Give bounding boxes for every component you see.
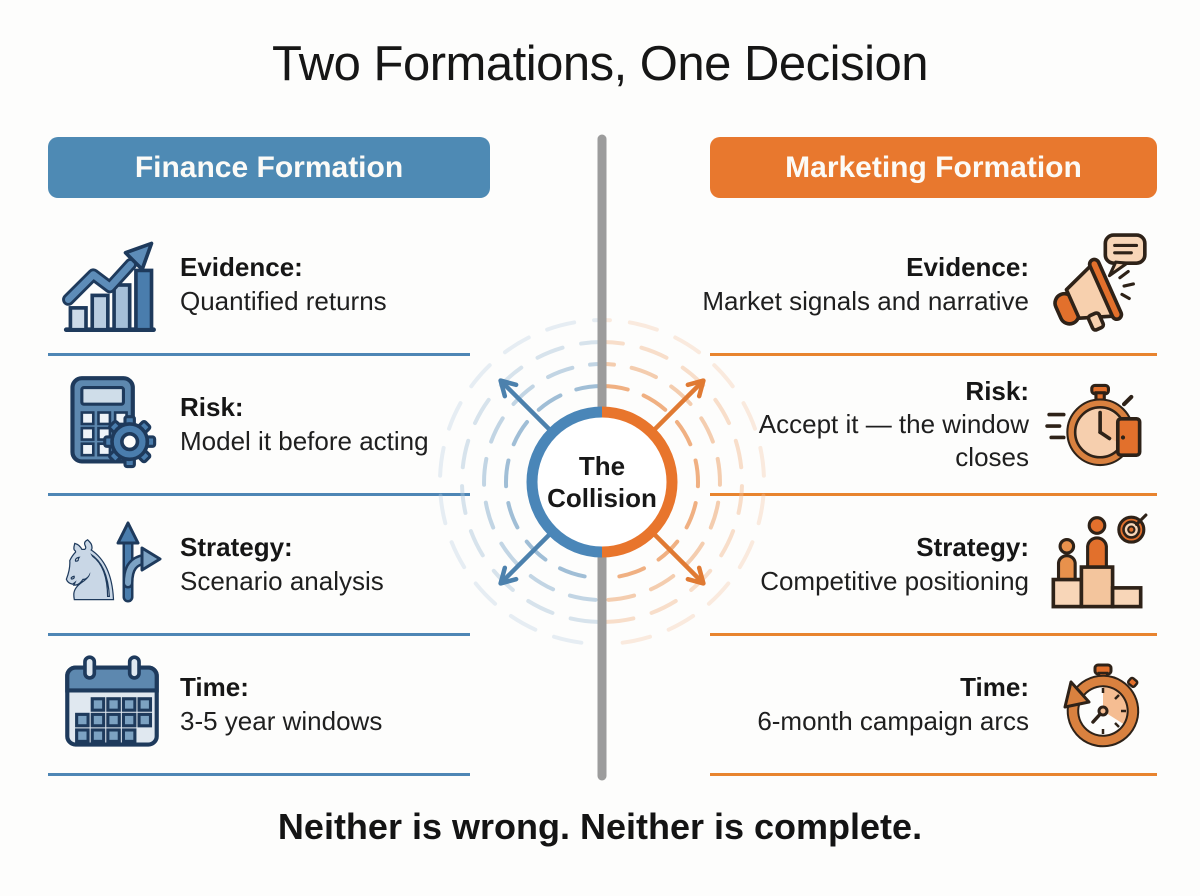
timer-rewind-icon bbox=[1045, 653, 1149, 757]
finance-row-time: Time: 3-5 year windows bbox=[48, 636, 470, 776]
row-label: Strategy: bbox=[916, 532, 1029, 563]
finance-header-label: Finance Formation bbox=[134, 150, 404, 184]
finance-row-risk: Risk: Model it before acting bbox=[48, 356, 470, 496]
row-label: Evidence: bbox=[180, 252, 303, 283]
row-description: Quantified returns bbox=[180, 285, 387, 316]
finance-row-evidence: Evidence: Quantified returns bbox=[48, 216, 470, 356]
finance-column: Evidence: Quantified returns bbox=[48, 216, 470, 776]
collision-label-line2: Collision bbox=[547, 483, 657, 513]
calculator-gear-icon bbox=[60, 373, 164, 477]
chess-knight-arrows-icon: ♞ bbox=[60, 513, 164, 617]
row-label: Risk: bbox=[180, 392, 244, 423]
collision-graphic: The Collision bbox=[438, 134, 766, 781]
row-description: Accept it — the window closes bbox=[758, 408, 1029, 473]
row-label: Evidence: bbox=[906, 252, 1029, 283]
podium-people-target-icon bbox=[1045, 513, 1149, 617]
svg-text:♞: ♞ bbox=[60, 525, 126, 617]
marketing-row-risk: Risk: Accept it — the window closes bbox=[710, 356, 1157, 496]
collision-circle: The Collision bbox=[526, 406, 678, 558]
stopwatch-door-icon bbox=[1045, 373, 1149, 477]
marketing-formation-header: Marketing Formation bbox=[710, 137, 1157, 198]
row-description: 3-5 year windows bbox=[180, 705, 383, 736]
row-description: Competitive positioning bbox=[760, 565, 1029, 596]
row-label: Risk: bbox=[965, 375, 1029, 406]
ripple-arcs bbox=[438, 318, 766, 646]
row-label: Time: bbox=[180, 672, 249, 703]
row-description: Model it before acting bbox=[180, 425, 429, 456]
marketing-row-time: Time: 6-month campaign arcs bbox=[710, 636, 1157, 776]
row-label: Strategy: bbox=[180, 532, 293, 563]
page-title: Two Formations, One Decision bbox=[272, 37, 928, 91]
row-description: 6-month campaign arcs bbox=[757, 705, 1029, 736]
calendar-icon bbox=[60, 653, 164, 757]
marketing-column: Evidence: Market signals and narrative bbox=[702, 216, 1157, 776]
megaphone-speech-icon bbox=[1045, 232, 1149, 337]
collision-label-line1: The bbox=[579, 451, 625, 481]
row-description: Market signals and narrative bbox=[702, 285, 1029, 316]
bar-chart-growth-icon bbox=[60, 233, 164, 337]
finance-formation-header: Finance Formation bbox=[48, 137, 490, 198]
finance-row-strategy: ♞ Strategy: Scenario analysis bbox=[48, 496, 470, 636]
footer-tagline: Neither is wrong. Neither is complete. bbox=[277, 806, 923, 847]
row-description: Scenario analysis bbox=[180, 565, 384, 596]
row-label: Time: bbox=[960, 672, 1029, 703]
marketing-row-strategy: Strategy: Competitive positioning bbox=[710, 496, 1157, 636]
marketing-row-evidence: Evidence: Market signals and narrative bbox=[702, 216, 1157, 356]
marketing-header-label: Marketing Formation bbox=[785, 150, 1082, 184]
